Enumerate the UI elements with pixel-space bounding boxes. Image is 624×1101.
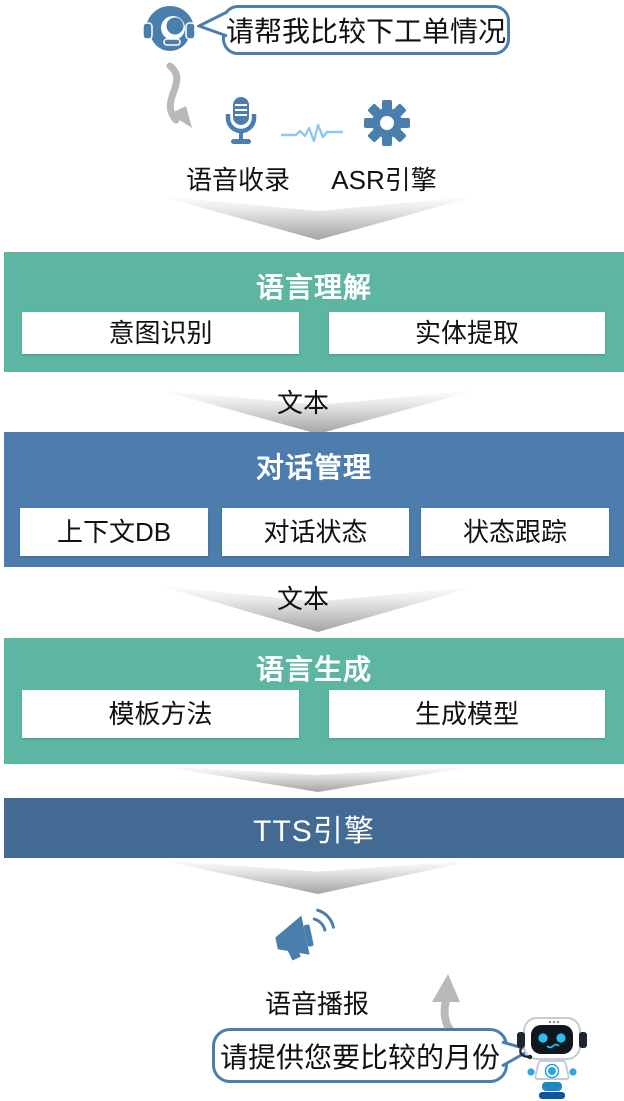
bot-speech-bubble: 请提供您要比较的月份 <box>212 1028 508 1083</box>
voice-broadcast-label: 语音播报 <box>264 989 369 1019</box>
stage-nlu-title: 语言理解 <box>255 272 372 303</box>
user-speech-bubble: 请帮我比较下工单情况 <box>222 5 510 55</box>
dm-item-dialog-state: 对话状态 <box>222 508 409 556</box>
nlu-item-intent: 意图识别 <box>22 312 299 354</box>
user-utterance-text: 请帮我比较下工单情况 <box>225 16 506 47</box>
waveform-icon <box>281 123 343 143</box>
voice-capture-label: 语音收录 <box>185 165 290 195</box>
chevron-down-arrow-5 <box>160 860 477 894</box>
speech-bubble-tail-left <box>197 10 228 38</box>
nlg-item-template: 模板方法 <box>22 690 299 738</box>
stage-dm-title: 对话管理 <box>255 452 372 483</box>
chevron-down-arrow-3 <box>160 586 477 632</box>
gear-icon <box>364 100 410 146</box>
stage-tts-band: TTS引擎 <box>4 798 624 858</box>
megaphone-icon <box>275 908 335 961</box>
bot-utterance-text: 请提供您要比较的月份 <box>219 1041 500 1073</box>
flow-text-label-1: 文本 <box>276 388 329 418</box>
chevron-down-arrow-4 <box>160 766 477 792</box>
agent-headset-icon <box>142 6 196 51</box>
chevron-down-arrow-1 <box>160 196 477 240</box>
stage-tts-title: TTS引擎 <box>253 815 375 848</box>
stage-nlg-title: 语言生成 <box>255 654 372 685</box>
asr-engine-label: ASR引擎 <box>331 165 437 195</box>
dm-item-context-db: 上下文DB <box>20 508 208 556</box>
nlu-item-entity: 实体提取 <box>329 312 605 354</box>
curved-arrow-down-icon <box>166 62 192 128</box>
robot-icon <box>517 1017 587 1099</box>
chevron-down-arrow-2 <box>160 390 477 434</box>
nlg-item-generative: 生成模型 <box>329 690 605 738</box>
dm-item-state-tracking: 状态跟踪 <box>421 508 609 556</box>
microphone-icon <box>225 97 257 144</box>
flow-text-label-2: 文本 <box>276 584 329 614</box>
